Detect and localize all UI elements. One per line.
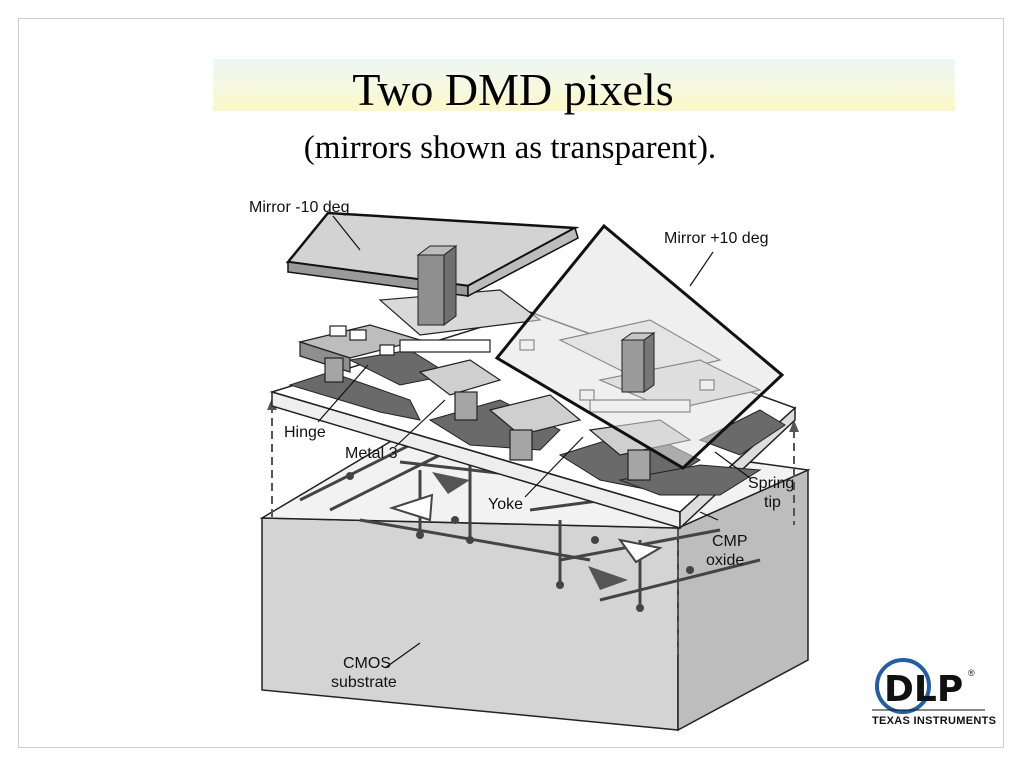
label-metal3: Metal 3 (345, 445, 398, 462)
slide-title: Two DMD pixels (352, 64, 674, 115)
label-spring-tip: tip (764, 494, 781, 511)
dlp-logo: DLP ® TEXAS INSTRUMENTS (872, 658, 996, 727)
label-yoke: Yoke (488, 496, 523, 513)
registered-mark: ® (968, 668, 975, 678)
dlp-wordmark: DLP (884, 669, 963, 710)
slide-subtitle: (mirrors shown as transparent). (303, 130, 717, 166)
label-cmos: CMOS (343, 655, 391, 672)
mirror-minus-10 (285, 211, 580, 326)
transistor-triangle (588, 566, 628, 590)
label-hinge: Hinge (284, 424, 326, 441)
label-spring: Spring (748, 475, 794, 492)
mirror-plus-10 (494, 223, 785, 470)
label-mirror-minus-10: Mirror -10 deg (249, 199, 349, 216)
label-cmp: CMP (712, 533, 748, 550)
transistor-triangle (432, 472, 470, 494)
amplifier-triangle (388, 493, 434, 522)
texas-instruments-label: TEXAS INSTRUMENTS (872, 715, 996, 727)
label-cmos-substrate: substrate (331, 674, 397, 691)
arrow-head (789, 420, 799, 432)
label-cmp-oxide: oxide (706, 552, 744, 569)
alignment-dashed-lines (271, 405, 795, 660)
circuit-nodes (346, 472, 694, 612)
label-mirror-plus-10: Mirror +10 deg (664, 230, 769, 247)
amplifier-triangle (617, 538, 663, 564)
title-band (213, 59, 955, 111)
label-leader-lines (317, 215, 751, 669)
dlp-ring-icon (875, 658, 931, 714)
